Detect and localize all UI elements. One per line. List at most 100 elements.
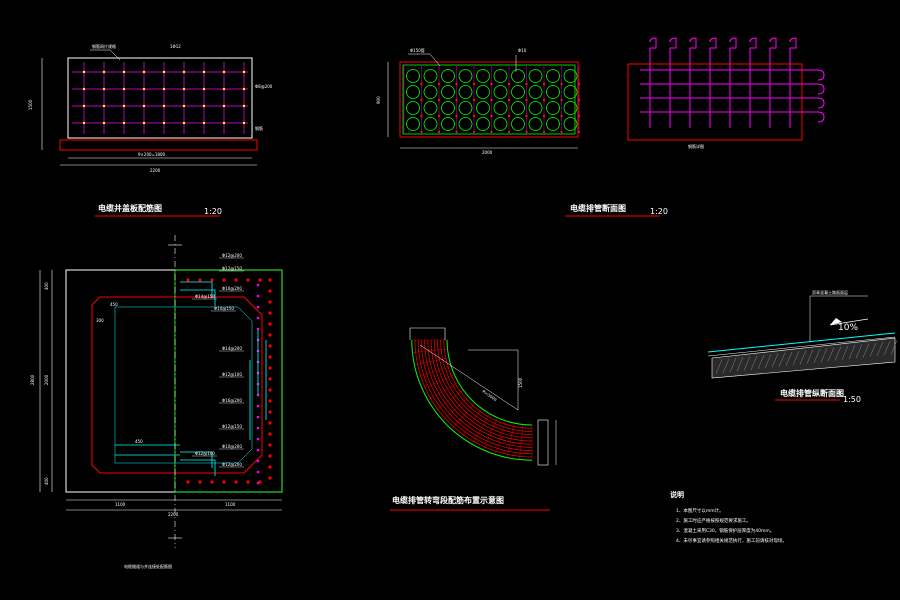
well-dot bbox=[256, 426, 260, 430]
duct-pipe bbox=[563, 101, 578, 115]
hatch-line bbox=[715, 359, 723, 374]
duct-dim-bottom-text: 2000 bbox=[482, 150, 493, 155]
hatch-line bbox=[869, 342, 877, 357]
well-callouts: Φ12@200Φ12@150Φ10@200Φ10@150Φ14@200Φ12@1… bbox=[192, 253, 244, 468]
bend-tie bbox=[414, 357, 449, 366]
hatch-line bbox=[827, 347, 835, 362]
duct-pipe bbox=[458, 117, 473, 131]
rebar-node bbox=[222, 70, 226, 74]
bend-arc bbox=[411, 339, 533, 461]
rebar-node bbox=[82, 121, 86, 125]
well-dot bbox=[256, 294, 260, 298]
well-dot bbox=[256, 316, 260, 320]
duct-pipe bbox=[546, 69, 560, 83]
detail-stirrup bbox=[689, 37, 697, 128]
duct-pipe bbox=[563, 85, 578, 99]
duct-pipe bbox=[511, 101, 525, 115]
duct-pipe bbox=[423, 117, 438, 131]
well-dot bbox=[268, 388, 272, 392]
hatch-line bbox=[806, 349, 814, 364]
detail-rebar-bars bbox=[640, 37, 825, 128]
well-dot bbox=[268, 355, 272, 359]
detail-stirrup bbox=[749, 37, 757, 128]
duct-pipe bbox=[528, 69, 543, 83]
well-dot bbox=[198, 480, 202, 484]
well-label-3: 450 bbox=[135, 439, 143, 444]
well-dot bbox=[268, 344, 272, 348]
rebar-node bbox=[82, 87, 86, 91]
hatch-line bbox=[848, 344, 856, 360]
bend-tie bbox=[483, 417, 498, 450]
dim-bottom-text: 2200 bbox=[150, 168, 161, 173]
duct-pipe bbox=[528, 101, 543, 115]
duct-pipe bbox=[528, 117, 543, 131]
duct-pipe bbox=[406, 85, 420, 99]
rebar-detail: 钢筋详图 bbox=[627, 37, 825, 149]
well-rebar-links bbox=[115, 281, 267, 476]
well-rebar-dots bbox=[186, 278, 272, 485]
rebar-node bbox=[242, 121, 246, 125]
rebar-detail-box bbox=[627, 63, 803, 141]
rebar-node bbox=[182, 70, 186, 74]
bend-title: 电缆排管转弯段配筋布置示意图 bbox=[392, 495, 504, 505]
slope-grade-line bbox=[829, 318, 869, 326]
bend-tie bbox=[471, 413, 490, 445]
duct-pipe bbox=[511, 69, 525, 83]
well-dot bbox=[268, 443, 272, 447]
well-dim-left-part-1: 400 bbox=[44, 282, 49, 290]
hatch-line bbox=[722, 358, 730, 373]
duct-pipe-array bbox=[403, 66, 581, 134]
bend-callout-1: R=3000 bbox=[481, 389, 498, 403]
well-dot bbox=[268, 454, 272, 458]
hatch-line bbox=[876, 341, 884, 357]
well-dot bbox=[268, 377, 272, 381]
well-link bbox=[180, 281, 213, 298]
bend-tie bbox=[417, 366, 452, 378]
well-dim-bottom-part-1: 1100 bbox=[115, 502, 126, 507]
detail-stirrup bbox=[729, 37, 737, 128]
bend-radius-line bbox=[419, 344, 519, 411]
well-callout-text: Φ12@100 bbox=[222, 372, 242, 377]
duct-pipe bbox=[476, 85, 490, 99]
callout-3: Φ8@200 bbox=[255, 84, 273, 89]
duct-pipe bbox=[493, 117, 508, 131]
bend-arc bbox=[440, 339, 533, 432]
bend-arc bbox=[424, 339, 533, 448]
detail-stirrup bbox=[649, 37, 657, 128]
duct-scale: 1:20 bbox=[650, 207, 668, 216]
well-chamber-inner bbox=[114, 306, 253, 464]
well-dim-left-text: 2800 bbox=[30, 374, 35, 385]
bend-tie bbox=[422, 374, 455, 389]
well-title: 电缆隧道与井连接处配筋图 bbox=[124, 563, 172, 569]
slope-scale: 1:50 bbox=[843, 395, 861, 404]
rebar-node bbox=[162, 121, 166, 125]
duct-pipe bbox=[406, 69, 420, 83]
well-dot bbox=[234, 480, 238, 484]
duct-pipe bbox=[563, 69, 578, 83]
rebar-node bbox=[182, 87, 186, 91]
well-dot bbox=[210, 480, 214, 484]
bend-tie bbox=[451, 403, 476, 430]
well-dim-bottom-text: 2200 bbox=[168, 512, 179, 517]
well-dot bbox=[256, 404, 260, 408]
rebar-node bbox=[202, 70, 206, 74]
duct-section: 2000 900 Φ150管 Φ10 电缆排管断面图 1:20 bbox=[376, 47, 668, 217]
well-dot bbox=[256, 327, 260, 331]
well-plan: 2800 400 2000 400 2200 1100 1100 450 300… bbox=[30, 235, 283, 569]
well-dot bbox=[268, 399, 272, 403]
duct-pipe bbox=[441, 85, 455, 99]
notes-block: 说明 1、本图尺寸以mm计。 2、施工时应严格按照规范要求施工。 3、混凝土采用… bbox=[670, 490, 787, 544]
well-callout-text: Φ14@150 bbox=[195, 294, 215, 299]
rebar-node bbox=[162, 70, 166, 74]
cover-slab-plan: 9×200=1800 2200 1500 钢筋网片规格 1Φ12 Φ8@200 … bbox=[28, 43, 273, 217]
duct-pipe bbox=[546, 117, 560, 131]
well-callout-text: Φ12@100 bbox=[195, 451, 215, 456]
hatch-line bbox=[820, 347, 828, 363]
slope-title: 电缆排管纵断面图 bbox=[780, 388, 844, 398]
well-callout-text: Φ12@200 bbox=[222, 253, 242, 258]
hatch-line bbox=[841, 345, 849, 360]
well-callout-text: Φ12@200 bbox=[222, 462, 242, 467]
well-dot bbox=[268, 366, 272, 370]
duct-pipe bbox=[493, 69, 508, 83]
